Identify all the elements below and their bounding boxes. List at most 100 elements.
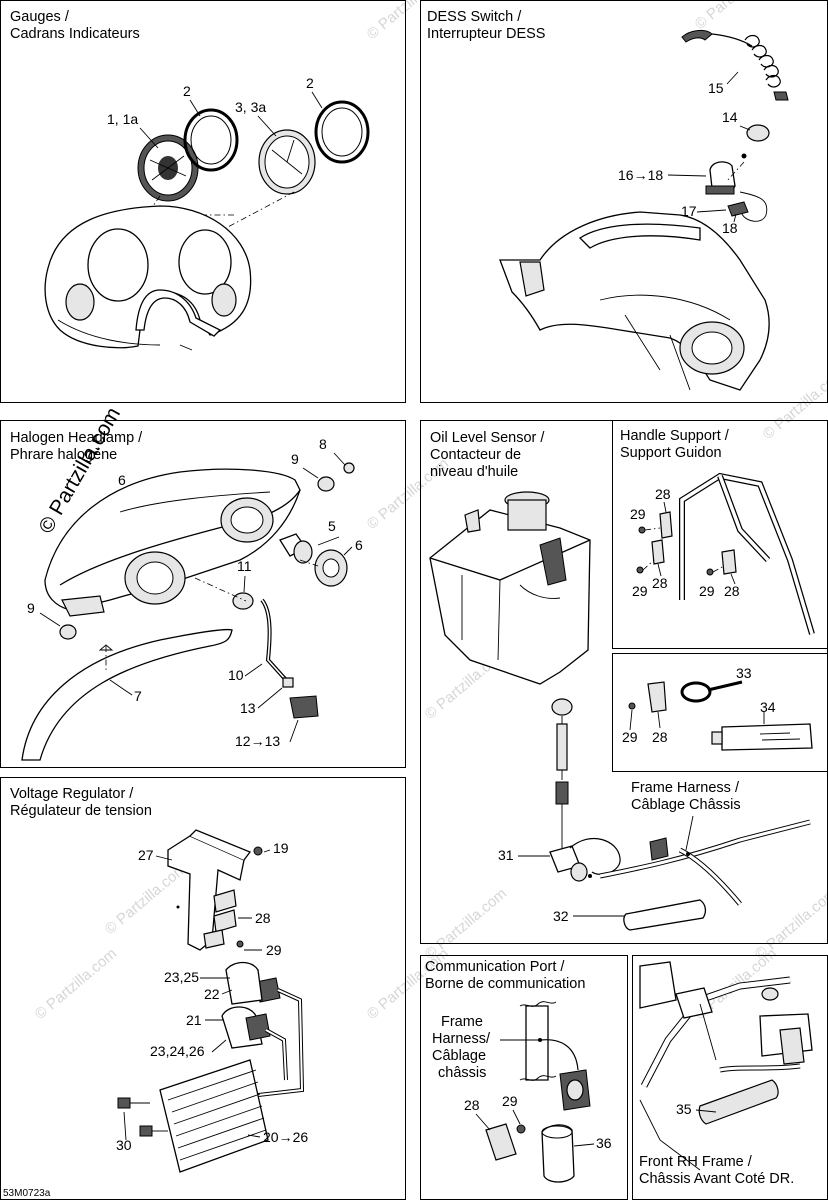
- regulator-subtitle: Régulateur de tension: [10, 803, 152, 819]
- callout-label: 6: [355, 537, 363, 553]
- gauges-subtitle: Cadrans Indicateurs: [10, 26, 140, 42]
- frame-harness-bundle: [519, 1001, 557, 1081]
- callout-label: 22: [204, 986, 220, 1002]
- callout-label: 28: [655, 486, 671, 502]
- grommet: [343, 462, 355, 474]
- callout-label: 32: [553, 908, 569, 924]
- sealant-tube: [711, 723, 813, 751]
- callout-label: 29: [699, 583, 715, 599]
- callout-label: 28: [652, 729, 668, 745]
- connector-cap: [541, 1124, 575, 1183]
- clip-screw: [516, 1124, 526, 1134]
- callout-label: 29: [632, 583, 648, 599]
- oil-tank: [429, 491, 591, 685]
- callout-label: 3, 3a: [235, 99, 266, 115]
- callout-label: 16→18: [618, 167, 663, 183]
- frontrh-panel: 35 Front RH Frame / Châssis Avant Coté D…: [639, 961, 813, 1187]
- frontrh-title: Front RH Frame /: [639, 1154, 753, 1170]
- oil-title: Oil Level Sensor /: [430, 430, 545, 446]
- cable-clip: [659, 511, 673, 539]
- regulator-bracket: [167, 829, 252, 951]
- oil-level-sensor: [549, 716, 588, 882]
- gauge-bezel: [183, 108, 239, 172]
- oil-subtitle: Contacteur de: [430, 447, 521, 463]
- callout-label: 35: [676, 1101, 692, 1117]
- callout-label: 28: [724, 583, 740, 599]
- watermark: © Partzilla.com: [692, 0, 780, 33]
- callout-label: 14: [722, 109, 738, 125]
- gauges-title: Gauges /: [10, 9, 70, 25]
- comm-title: Communication Port /: [425, 959, 565, 975]
- cable-clip: [213, 889, 237, 913]
- callout-label: 10: [228, 667, 244, 683]
- regulator-screw: [117, 1097, 150, 1109]
- harness-connector: [649, 837, 669, 861]
- callout-label: 2: [306, 75, 314, 91]
- clip-screw: [636, 566, 644, 574]
- callout-label: 1, 1a: [107, 111, 138, 127]
- regulator-screw: [139, 1125, 168, 1137]
- gauges-frame: [0, 0, 406, 403]
- grommet: [59, 624, 77, 640]
- gauge-bezel: [314, 100, 370, 164]
- cable-clip: [651, 539, 665, 565]
- callout-label: 19: [273, 840, 289, 856]
- frame-harness-subtitle: Câblage Châssis: [631, 797, 741, 813]
- callout-label: 23,24,26: [150, 1043, 205, 1059]
- callout-label: 29: [266, 942, 282, 958]
- callout-label: 29: [622, 729, 638, 745]
- headlamp-trim-strip: [21, 628, 233, 761]
- regulator-connector-upper: [225, 961, 281, 1005]
- watermark: © Partzilla.com: [422, 885, 510, 963]
- tube-clamp: [282, 677, 294, 688]
- callout-label: 28: [255, 910, 271, 926]
- watermark: © Partzilla.com: [760, 365, 828, 443]
- headlamp-housing: [44, 468, 301, 617]
- cable-clip: [485, 1123, 517, 1161]
- clip-screw: [628, 702, 636, 710]
- callout-label: 21: [186, 1012, 202, 1028]
- watermark: © Partzilla.com: [102, 860, 190, 938]
- cable-tie: [680, 680, 743, 703]
- comm-connector: [559, 1069, 591, 1111]
- gauge-console: [44, 205, 252, 351]
- bulb-cap: [314, 549, 348, 587]
- callout-label: 31: [498, 847, 514, 863]
- handle-support-frame: [679, 472, 815, 635]
- comm-harness-label: Câblage: [432, 1048, 486, 1064]
- regulator-panel: Voltage Regulator / Régulateur de tensio…: [10, 786, 308, 1173]
- callout-label: 28: [652, 575, 668, 591]
- headlamp-frame: [0, 420, 406, 768]
- ties-panel: 33 34 29 28: [622, 665, 813, 751]
- speedometer-gauge: [137, 134, 199, 202]
- tachometer-gauge: [258, 129, 316, 195]
- dess-title: DESS Switch /: [427, 9, 522, 25]
- callout-label: 34: [760, 699, 776, 715]
- comm-subtitle: Borne de communication: [425, 976, 585, 992]
- callout-label: 28: [464, 1097, 480, 1113]
- frame-harness-detail: Frame Harness / Câblage Châssis: [599, 780, 811, 906]
- handle-panel: Handle Support / Support Guidon 28 29 28…: [620, 428, 815, 635]
- bracket-screw: [253, 846, 263, 856]
- comm-panel: Communication Port / Borne de communicat…: [425, 959, 612, 1183]
- callout-label: 12→13: [235, 733, 280, 749]
- callout-label: 18: [722, 220, 738, 236]
- dess-cap: [746, 124, 770, 142]
- callout-label: 27: [138, 847, 154, 863]
- callout-label: 9: [27, 600, 35, 616]
- diagram-code: 53M0723a: [3, 1188, 51, 1199]
- callout-label: 13: [240, 700, 256, 716]
- cable-clip: [721, 549, 737, 575]
- callout-label: 9: [291, 451, 299, 467]
- dess-switch-post: [705, 161, 736, 195]
- comm-harness-label: Frame: [441, 1014, 483, 1030]
- callout-label: 29: [630, 506, 646, 522]
- frame-harness-title: Frame Harness /: [631, 780, 740, 796]
- vent-tube: [260, 598, 288, 682]
- callout-label: 5: [328, 518, 336, 534]
- callout-label: 20→26: [263, 1129, 308, 1145]
- comm-harness-label: châssis: [438, 1065, 486, 1081]
- handlebar-cover: [499, 211, 770, 391]
- cable-clip: [647, 681, 667, 713]
